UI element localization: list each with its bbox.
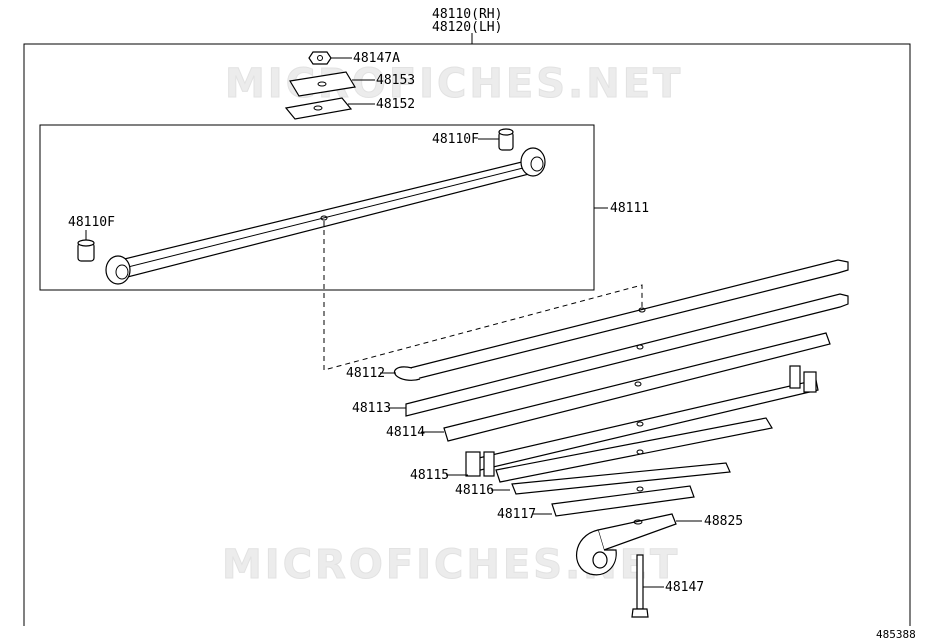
leaf-48112-icon[interactable] bbox=[393, 259, 849, 381]
shackle-48825-icon[interactable] bbox=[575, 513, 677, 576]
leaf-48114-icon[interactable] bbox=[443, 332, 831, 442]
bushing-48110F-left-icon[interactable] bbox=[77, 239, 95, 262]
label-48147A[interactable]: 48147A bbox=[353, 51, 400, 66]
label-48113[interactable]: 48113 bbox=[352, 401, 391, 416]
label-48115[interactable]: 48115 bbox=[410, 468, 449, 483]
label-48110F-left[interactable]: 48110F bbox=[68, 215, 115, 230]
label-48112[interactable]: 48112 bbox=[346, 366, 385, 381]
pad-48153-icon[interactable] bbox=[289, 71, 356, 97]
label-48116[interactable]: 48116 bbox=[455, 483, 494, 498]
label-48110F-top[interactable]: 48110F bbox=[432, 132, 479, 147]
plate-48152-icon[interactable] bbox=[284, 97, 353, 120]
leaf-48116-icon[interactable] bbox=[495, 417, 773, 483]
label-48147[interactable]: 48147 bbox=[665, 580, 704, 595]
leaf-48117-icon[interactable] bbox=[511, 462, 731, 517]
outer-frame bbox=[23, 43, 911, 626]
label-48117[interactable]: 48117 bbox=[497, 507, 536, 522]
nut-48147A-icon[interactable] bbox=[308, 51, 332, 65]
label-48153[interactable]: 48153 bbox=[376, 73, 415, 88]
bushing-48110F-top-icon[interactable] bbox=[498, 128, 514, 151]
label-48152[interactable]: 48152 bbox=[376, 97, 415, 112]
header-rh-label[interactable]: 48110(RH) bbox=[432, 7, 502, 22]
label-48825[interactable]: 48825 bbox=[704, 514, 743, 529]
alignment-dashed-line bbox=[323, 221, 643, 371]
watermark-top: MICROFICHES.NET bbox=[225, 61, 683, 107]
leaf-48115-icon[interactable] bbox=[465, 365, 819, 477]
header-lh-label[interactable]: 48120(LH) bbox=[432, 20, 502, 35]
label-48111[interactable]: 48111 bbox=[610, 201, 649, 216]
leaf-48113-icon[interactable] bbox=[405, 293, 849, 417]
diagram-id: 485388 bbox=[876, 628, 916, 641]
main-leaf-48111-icon[interactable] bbox=[105, 147, 546, 285]
label-48114[interactable]: 48114 bbox=[386, 425, 425, 440]
bolt-48147-icon[interactable] bbox=[631, 554, 649, 618]
